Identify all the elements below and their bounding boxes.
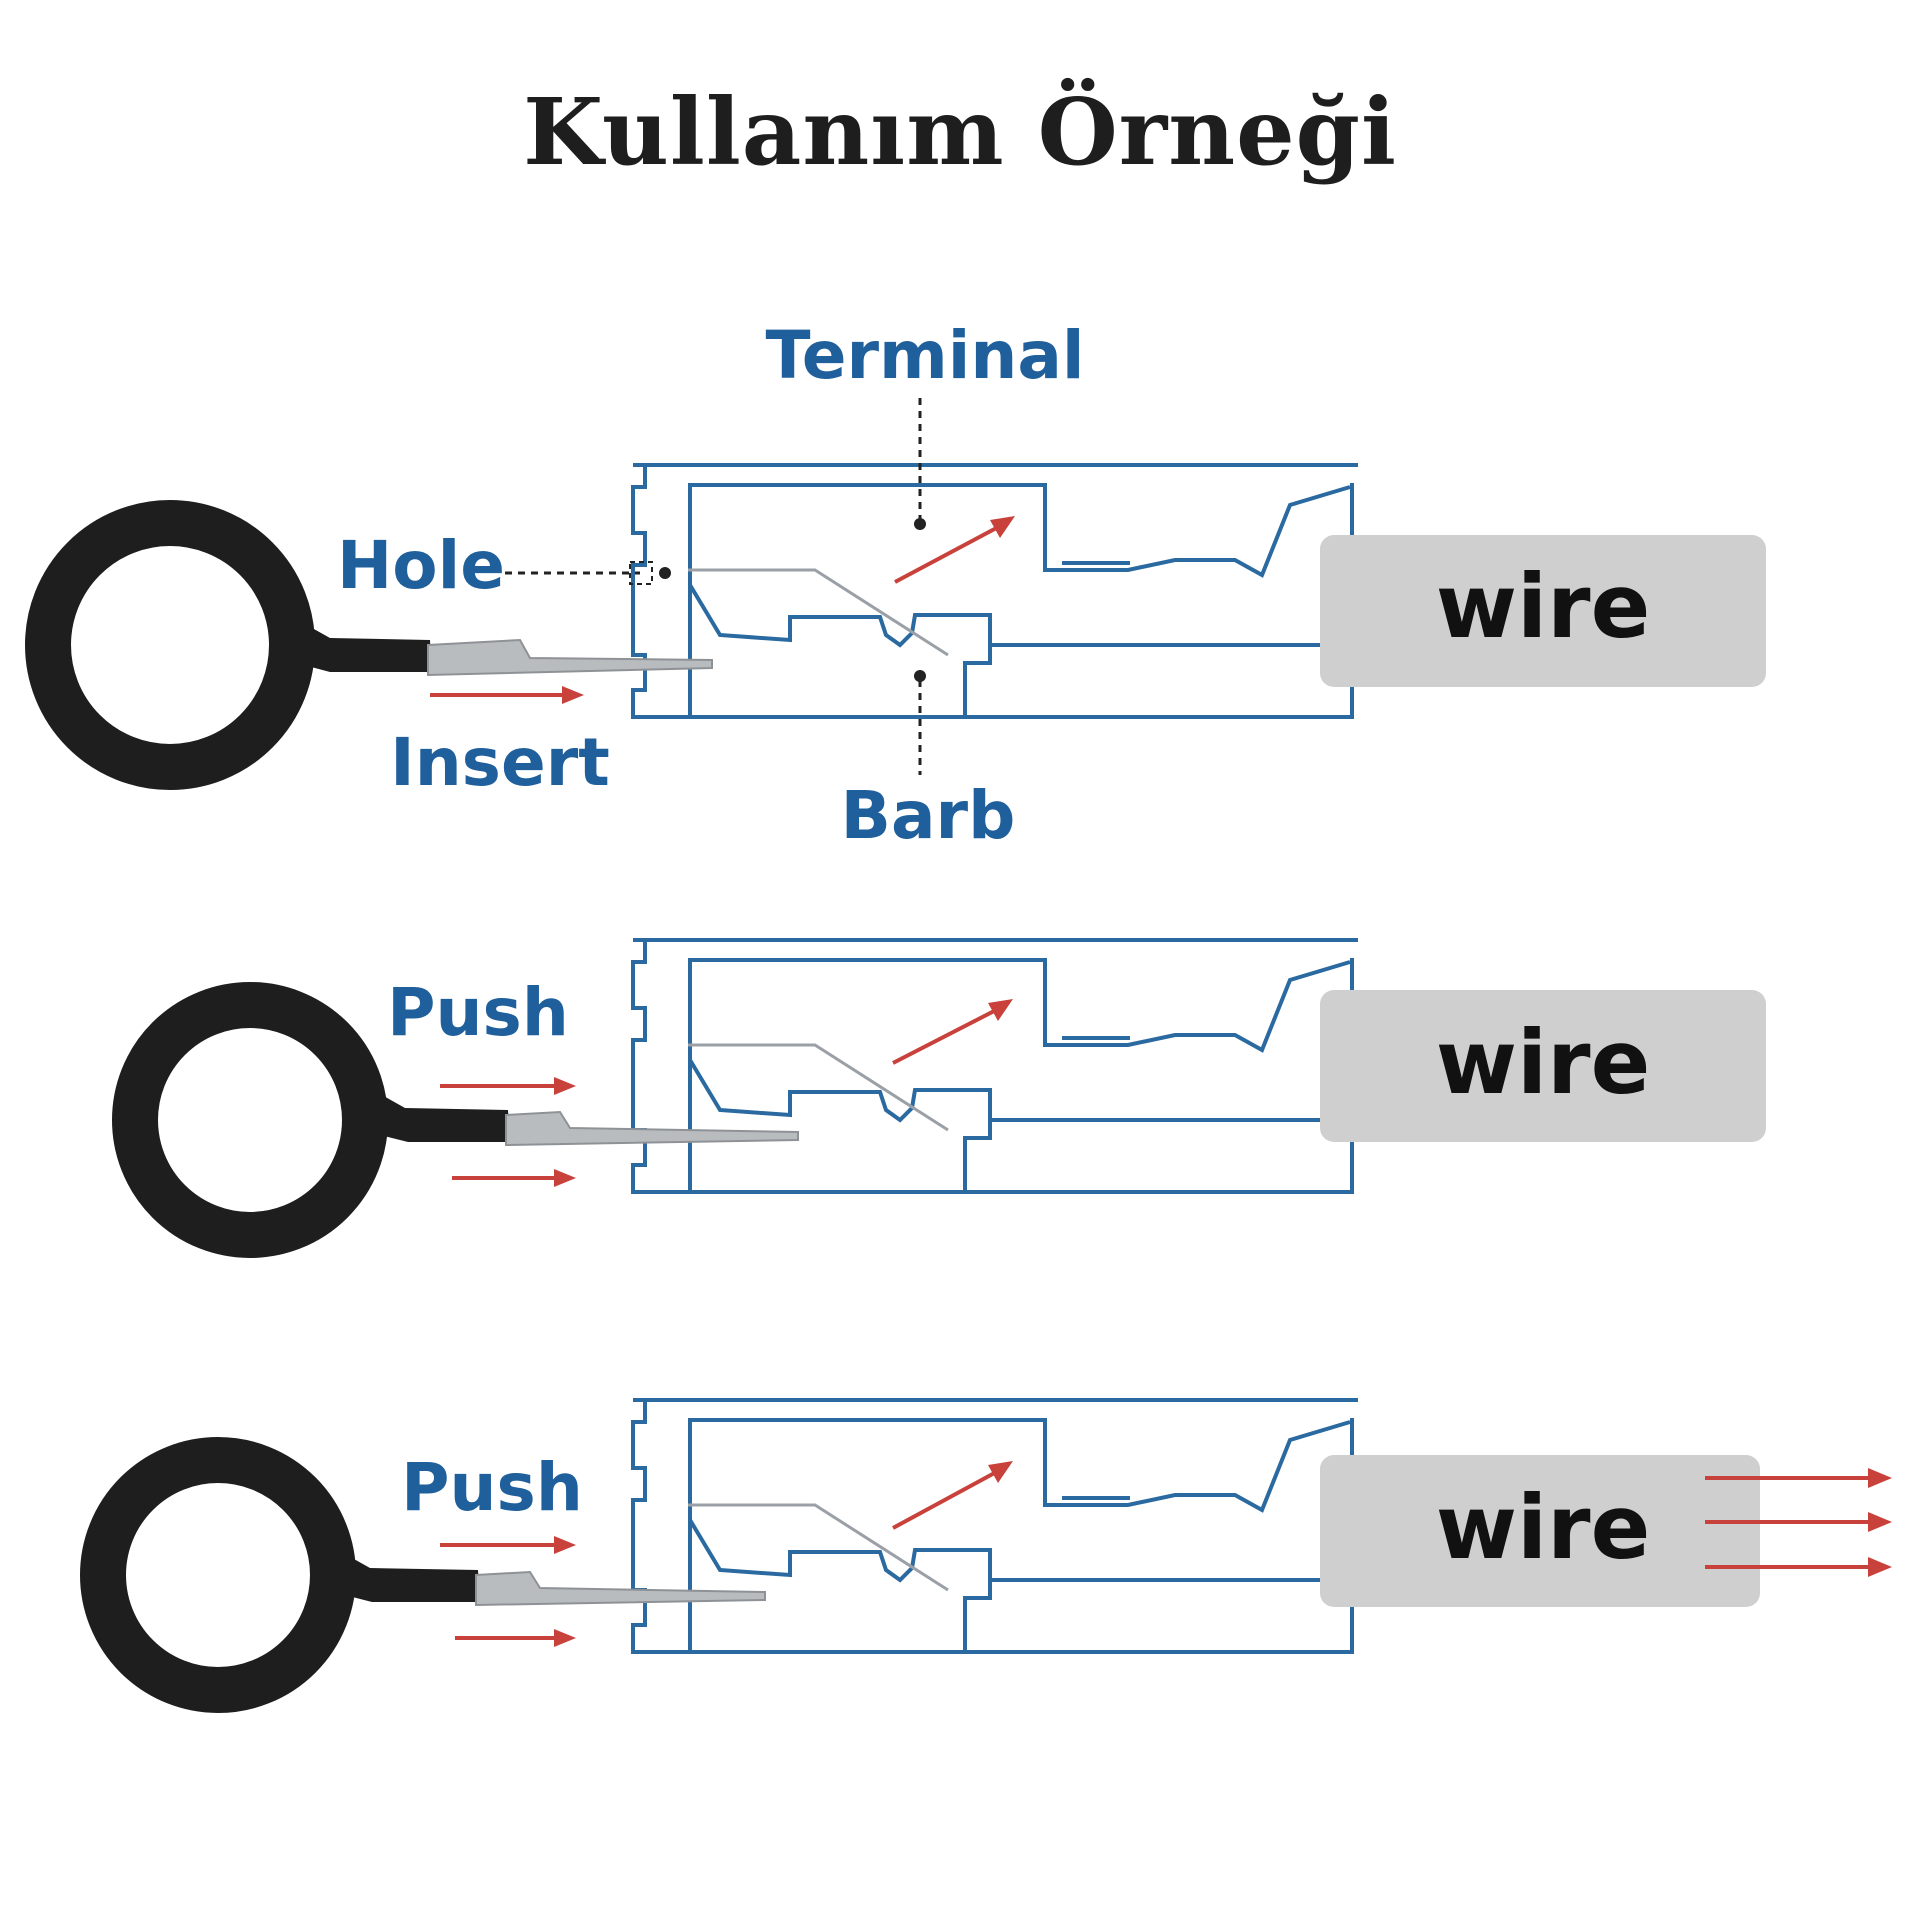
insert-label: Insert	[390, 724, 610, 801]
tool-handle	[280, 610, 432, 672]
barb-label: Barb	[841, 777, 1016, 854]
wire-label: wire	[1436, 555, 1651, 658]
wire-box	[1320, 1455, 1760, 1607]
connector-housing-1	[631, 463, 1360, 719]
contact-arrow	[894, 523, 1003, 584]
connector-housing-2	[631, 938, 1360, 1194]
hole-leader-dot	[659, 567, 671, 579]
barb-leader-dot	[914, 670, 926, 682]
contact-arrow-head	[988, 999, 1013, 1021]
push-label: Push	[387, 974, 569, 1051]
hole-label: Hole	[337, 527, 505, 604]
wire-label: wire	[1436, 1476, 1651, 1579]
panel-3: wire Push	[80, 1398, 1892, 1713]
terminal-leader-dot	[914, 518, 926, 530]
tool-handle	[355, 1080, 510, 1142]
hole-marker	[629, 561, 653, 585]
tool-blade	[427, 638, 713, 677]
contact-arrow-head	[988, 1461, 1013, 1483]
wire-out-arrow-1-head	[1868, 1468, 1892, 1488]
wire-label: wire	[1436, 1011, 1651, 1114]
tool-ring	[25, 500, 315, 790]
tool-blade	[475, 1570, 766, 1607]
push-arrow-upper-head	[554, 1077, 576, 1095]
push-arrow-upper-head	[554, 1536, 576, 1554]
connector-housing-3	[631, 1398, 1360, 1654]
push-arrow-lower-head	[554, 1169, 576, 1187]
tool-ring	[112, 982, 388, 1258]
push-label: Push	[401, 1449, 583, 1526]
tool-blade	[505, 1110, 799, 1147]
tool-handle	[320, 1540, 480, 1602]
panel-2: wire Push	[112, 938, 1766, 1258]
tool-ring	[80, 1437, 356, 1713]
insert-arrow-head	[562, 686, 584, 704]
wire-out-arrow-2-head	[1868, 1512, 1892, 1532]
wire-box	[1320, 535, 1766, 687]
diagram-title: Kullanım Örneği	[523, 78, 1397, 186]
wire-out-arrow-3-head	[1868, 1557, 1892, 1577]
contact-arrow-head	[990, 516, 1015, 538]
panel-1: wire Terminal Hole Insert Barb	[25, 317, 1766, 854]
push-arrow-lower-head	[554, 1629, 576, 1647]
terminal-label: Terminal	[765, 317, 1084, 394]
wire-box	[1320, 990, 1766, 1142]
contact-arrow	[892, 1468, 1001, 1530]
contact-arrow	[892, 1006, 1001, 1065]
